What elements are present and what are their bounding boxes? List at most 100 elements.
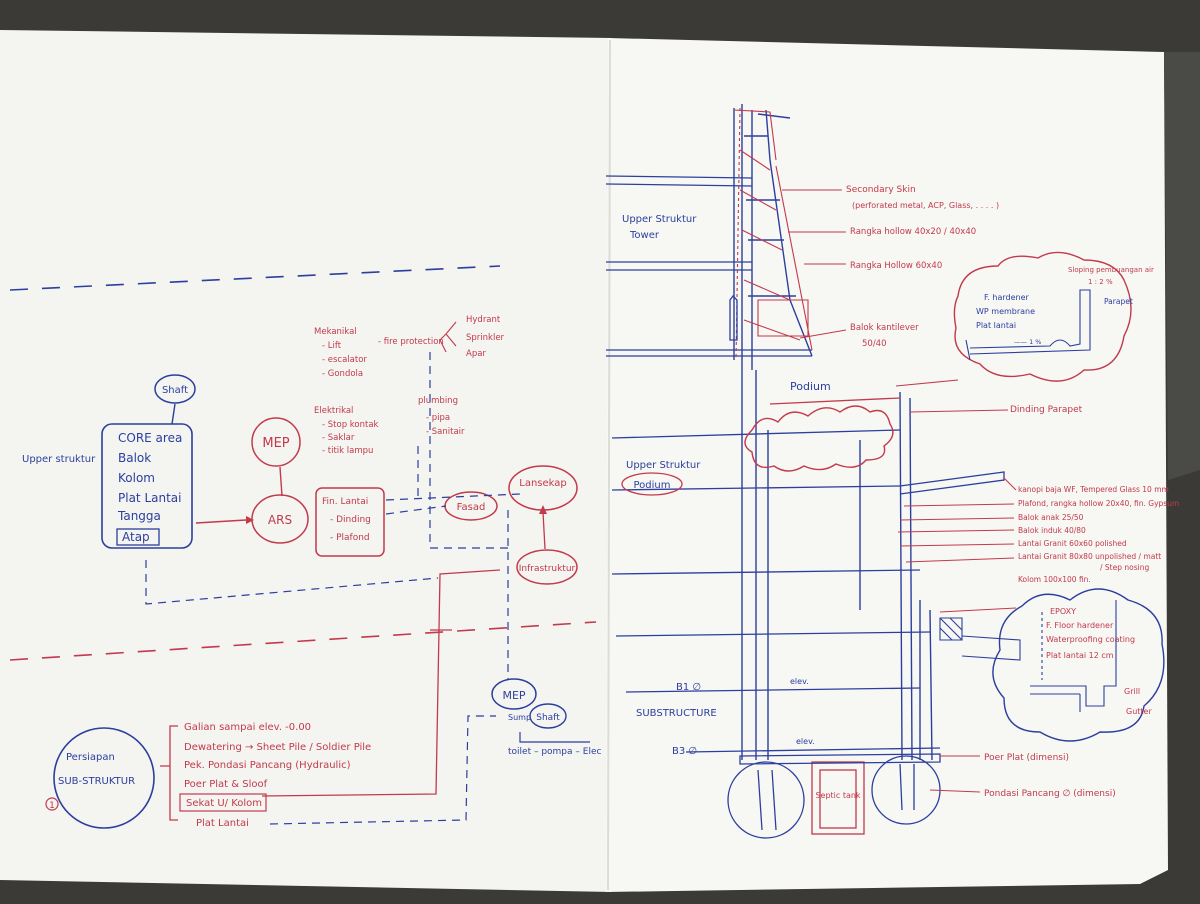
mep-ars-link	[279, 466, 283, 497]
annot-kanopi: kanopi baja WF, Tempered Glass 10 mm	[1018, 485, 1169, 494]
floor-detail-drawing	[1030, 600, 1117, 712]
roof-dim-label: —— 1 %	[1014, 338, 1041, 346]
annot-balok-kantilever: Balok kantilever	[850, 323, 919, 333]
podium-oval-label: Podium	[634, 480, 671, 491]
annot-kolom: Kolom 100x100 fin.	[1018, 575, 1091, 584]
finishing-title: Fin. Lantai	[322, 497, 368, 507]
roof-detail: Sloping pembuangan air 1 : 2 % F. harden…	[976, 266, 1154, 346]
sub-item-dewatering: Dewatering → Sheet Pile / Soldier Pile	[184, 742, 371, 753]
plumbing-group: plumbing - pipa - Sanitair	[418, 396, 465, 437]
persiapan-label: Persiapan	[66, 752, 115, 763]
arrow-head-ars	[246, 516, 254, 524]
basement-elements	[727, 753, 941, 839]
annot-rangka-hollow-2: Rangka Hollow 60x40	[850, 261, 942, 271]
plumbing-item-sanitair: - Sanitair	[426, 427, 465, 437]
ars-label: ARS	[268, 513, 292, 527]
shaft-node: Shaft	[154, 374, 196, 425]
upper-item-atap: Atap	[122, 530, 150, 544]
annot-lantai-granit-2: Lantai Granit 80x80 unpolished / matt	[1018, 552, 1161, 561]
left-paper-sheet	[0, 30, 612, 892]
fire-item-sprinkler: Sprinkler	[466, 333, 505, 343]
upper-struktur-box	[101, 423, 193, 549]
paper-fold	[607, 39, 611, 891]
upper-item-core: CORE area	[118, 431, 182, 445]
annot-pondasi-pancang: Pondasi Pancang ∅ (dimensi)	[984, 789, 1116, 799]
mep-sub-label: MEP	[502, 689, 525, 702]
elektrikal-item-lampu: - titik lampu	[322, 446, 373, 456]
annot-rangka-hollow-1: Rangka hollow 40x20 / 40x40	[850, 227, 976, 237]
floor-detail: EPOXY F. Floor hardener Waterproofing co…	[1046, 607, 1152, 716]
toilet-bracket	[519, 732, 590, 743]
roof-detail-drawing	[965, 289, 1091, 361]
fire-item-apar: Apar	[466, 349, 486, 359]
arrow-up-symbol	[729, 295, 738, 341]
floor-grill-label: Grill	[1124, 687, 1140, 696]
finishing-box	[315, 487, 385, 557]
finishing-group: Fin. Lantai - Dinding - Plafond	[322, 497, 371, 543]
mekanikal-title: Mekanikal	[314, 327, 357, 337]
finishing-item-plafond: - Plafond	[330, 533, 370, 543]
shaft-label: Shaft	[162, 385, 188, 396]
roof-item-plat: Plat lantai	[976, 321, 1016, 330]
shaft-sub-node	[529, 703, 567, 729]
roof-item-wp: WP membrane	[976, 307, 1035, 316]
sub-item-pondasi: Pek. Pondasi Pancang (Hydraulic)	[184, 760, 351, 771]
fire-item-hydrant: Hydrant	[466, 315, 501, 325]
infra-lansekap-arrowhead	[539, 505, 547, 514]
elev-label-2: elev.	[796, 737, 815, 746]
elektrikal-title: Elektrikal	[314, 406, 353, 416]
atap-box	[116, 528, 160, 546]
annot-balok-dim: 50/40	[862, 339, 887, 349]
step-number: 1	[49, 801, 55, 811]
fasad-label: Fasad	[457, 502, 486, 513]
substructure-label: SUBSTRUCTURE	[636, 708, 717, 719]
floor-item-waterproofing: Waterproofing coating	[1046, 635, 1135, 644]
annot-balok-induk: Balok induk 40/80	[1018, 526, 1086, 535]
roof-item-hardener: F. hardener	[984, 293, 1030, 302]
toilet-row-label: toilet – pompa – Elec	[508, 747, 601, 757]
fire-brace	[439, 321, 457, 353]
floor-item-epoxy: EPOXY	[1050, 607, 1076, 616]
upper-item-plat: Plat Lantai	[118, 491, 181, 505]
annot-step-nosing: / Step nosing	[1100, 563, 1149, 572]
left-dashed-connectors	[145, 352, 521, 825]
floor-item-hardener: F. Floor hardener	[1046, 621, 1114, 630]
infrastruktur-label: Infrastruktur	[519, 564, 576, 574]
tower-section	[733, 104, 933, 761]
lansekap-label: Lansekap	[519, 478, 567, 489]
sub-items-brace	[160, 725, 178, 821]
tower-label: Tower	[629, 230, 660, 241]
mekanikal-item-lift: - Lift	[322, 341, 342, 351]
canopy	[899, 471, 1005, 495]
annot-secondary-skin: Secondary Skin	[846, 185, 916, 195]
plumbing-title: plumbing	[418, 396, 458, 406]
upper-items-list: CORE area Balok Kolom Plat Lantai Tangga…	[117, 431, 182, 544]
upper-struktur-label: Upper struktur	[22, 454, 96, 465]
annotation-texts: Secondary Skin (perforated metal, ACP, G…	[846, 185, 1179, 799]
arrow-core-ars	[195, 519, 247, 524]
sub-to-infra-connector	[261, 569, 501, 797]
right-paper-sheet	[606, 38, 1168, 892]
level-b3: B3 ∅	[672, 746, 697, 757]
sub-struktur-node	[53, 727, 155, 829]
upper-item-kolom: Kolom	[118, 471, 155, 485]
podium-word: Podium	[790, 380, 831, 393]
annot-lantai-granit-1: Lantai Granit 60x60 polished	[1018, 539, 1127, 548]
septic-label: Septic tank	[815, 791, 860, 800]
annot-balok-anak: Balok anak 25/50	[1018, 513, 1084, 522]
infrastruktur-node	[516, 549, 578, 585]
floor-item-plat: Plat lantai 12 cm	[1046, 651, 1114, 660]
floor-gutter-label: Gutter	[1126, 707, 1152, 716]
finishing-item-dinding: - Dinding	[330, 515, 371, 525]
shaft-sub-label: Shaft	[536, 713, 560, 723]
roof-detail-cloud	[953, 251, 1132, 382]
mekanikal-item-gondola: - Gondola	[322, 369, 363, 379]
mep-node	[251, 417, 301, 467]
infra-lansekap-link	[542, 511, 546, 550]
left-divider-lines	[9, 265, 597, 661]
annot-plafond: Plafond, rangka hollow 20x40, fin. Gypsu…	[1018, 499, 1179, 508]
fire-protection-label: - fire protection	[378, 337, 444, 347]
sub-items-list: Galian sampai elev. -0.00 Dewatering → S…	[184, 722, 371, 829]
